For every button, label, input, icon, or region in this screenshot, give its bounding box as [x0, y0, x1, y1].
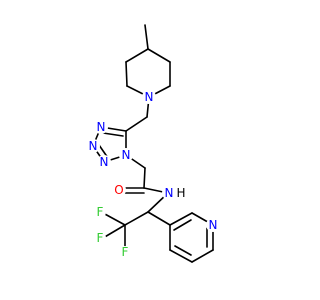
- atom-f1: F: [94, 205, 106, 219]
- atom-f3: F: [119, 245, 131, 259]
- atom-n4-tetrazole: N: [94, 120, 108, 134]
- atom-h-amide: H: [175, 186, 187, 200]
- molecule-structure-diagram: N N N N N O N H: [86, 24, 220, 263]
- atom-n2-tetrazole-label: N: [100, 155, 109, 169]
- bond-ch2-carbonyl: [143, 167, 146, 189]
- bond-tetrazole-c5-n4-double: [102, 132, 124, 137]
- bond-pyridine-c3-c2: [169, 212, 193, 226]
- atom-o-carbonyl-label: O: [114, 183, 123, 197]
- atom-f2: F: [94, 231, 106, 245]
- atom-n3-tetrazole: N: [86, 139, 100, 153]
- bond-piperidine-c4-c3: [147, 48, 171, 63]
- atom-n2-tetrazole: N: [97, 155, 111, 169]
- atom-n-pyridine-label: N: [209, 218, 218, 232]
- bond-ch2-c5-tetrazole: [125, 116, 148, 132]
- atom-n-amide-label: N: [165, 186, 174, 200]
- bond-pyridine-c5-c4: [169, 249, 193, 263]
- bond-piperidine-c5-c4: [125, 48, 149, 63]
- bond-c-f1: [102, 212, 126, 226]
- bond-pyridine-c3-c2-double: [173, 219, 192, 231]
- atom-n3-tetrazole-label: N: [89, 139, 98, 153]
- bond-ch-pyridine: [147, 211, 171, 226]
- atom-n-piperidine-label: N: [145, 90, 154, 104]
- atom-n-amide: N: [162, 186, 176, 200]
- bond-ch-cf3: [124, 211, 149, 226]
- bond-pyridine-c5-c4-double: [174, 245, 192, 256]
- atom-n1-tetrazole-label: N: [122, 148, 131, 162]
- bond-c-f2: [102, 224, 126, 239]
- atom-n-pyridine: N: [206, 218, 220, 232]
- bond-piperidine-c6-c5: [125, 61, 128, 87]
- bond-methyl: [144, 24, 149, 50]
- atom-f1-label: F: [97, 205, 104, 219]
- bond-pyridine-c6-c5: [191, 249, 214, 263]
- atom-h-amide-label: H: [176, 186, 185, 200]
- atom-label-layer: N N N N N O N H: [86, 90, 220, 259]
- atom-n1-tetrazole: N: [119, 148, 133, 162]
- atom-f3-label: F: [122, 245, 129, 259]
- atom-n4-tetrazole-label: N: [97, 120, 106, 134]
- atom-n-piperidine: N: [142, 90, 156, 104]
- bond-layer: [92, 24, 214, 263]
- atom-f2-label: F: [97, 231, 104, 245]
- atom-o-carbonyl: O: [112, 183, 126, 197]
